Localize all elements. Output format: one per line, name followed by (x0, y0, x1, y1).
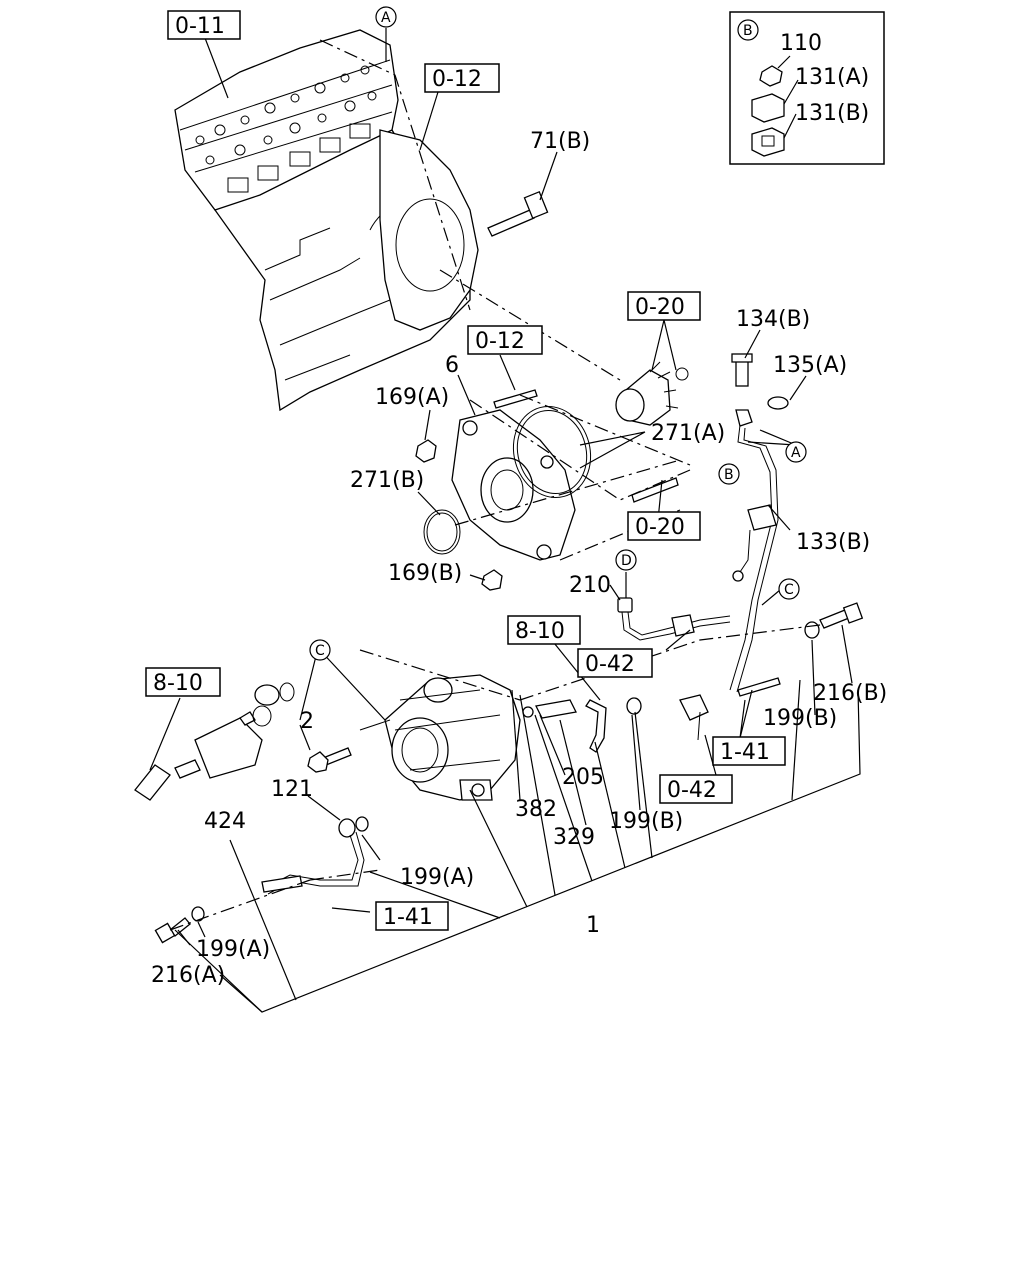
label-205: 205 (562, 765, 604, 790)
ref-box-0-12-mid-group: 0-12 (467, 325, 543, 355)
bracket-199b (737, 677, 781, 697)
label-424: 424 (204, 809, 246, 834)
ref-box-8-10-right: 8-10 (515, 619, 565, 644)
circle-marker-c-right-group: C (778, 578, 800, 600)
pump-flange-6 (451, 409, 576, 561)
pipe-133b (729, 409, 779, 693)
fuel-pipe-205 (522, 697, 642, 753)
inset-label-131b: 131(B) (795, 101, 869, 126)
bolt-134b (731, 353, 753, 387)
sensor-0-42 (679, 694, 709, 741)
label-2: 2 (300, 709, 314, 734)
leader-lines (149, 28, 861, 1013)
washer-199b-right (804, 621, 820, 639)
circle-marker-b-main: B (724, 467, 734, 483)
label-169a: 169(A) (375, 385, 449, 410)
injection-pump (359, 674, 521, 801)
inset-label-131a: 131(A) (795, 65, 869, 90)
bolt-2 (307, 747, 352, 773)
nut-169a (415, 439, 437, 463)
inset-b-box: 110 131(A) 131(B) B (729, 11, 885, 165)
drive-gear (615, 361, 689, 426)
studs (493, 389, 679, 503)
ref-box-0-42-upper: 0-42 (585, 652, 635, 677)
label-169b: 169(B) (388, 561, 462, 586)
label-271a: 271(A) (651, 421, 725, 446)
label-6: 6 (445, 353, 459, 378)
label-210: 210 (569, 573, 611, 598)
label-135a: 135(A) (773, 353, 847, 378)
label-216a: 216(A) (151, 963, 225, 988)
ref-box-8-10-left-group: 8-10 (145, 667, 221, 697)
circle-marker-d-group: D (615, 549, 637, 571)
label-216b: 216(B) (813, 681, 887, 706)
label-382: 382 (515, 797, 557, 822)
ref-box-0-20-top-group: 0-20 (627, 291, 701, 321)
ref-box-1-41-left: 1-41 (383, 905, 433, 930)
ref-box-0-11-group: 0-11 (167, 10, 241, 40)
circle-marker-a-top-group: A (375, 6, 397, 28)
suction-control-valve-424 (134, 682, 295, 801)
ref-box-8-10-right-group: 8-10 (507, 615, 581, 645)
ref-box-0-20-mid-group: 0-20 (627, 511, 701, 541)
label-199a-mid: 199(A) (400, 865, 474, 890)
label-1: 1 (586, 913, 600, 938)
circle-marker-a-top: A (381, 10, 391, 26)
inset-label-110: 110 (780, 31, 822, 56)
circle-marker-c-left-group: C (309, 639, 331, 661)
ref-box-0-42-upper-group: 0-42 (577, 648, 653, 678)
ref-box-0-42-lower: 0-42 (667, 778, 717, 803)
o-ring-271b (423, 509, 461, 555)
cylinder-head-illustration (174, 29, 399, 211)
ref-box-0-12-mid: 0-12 (475, 329, 525, 354)
bolt-71b (487, 190, 549, 237)
circle-marker-c-right: C (784, 582, 794, 598)
ref-box-1-41-right-group: 1-41 (712, 736, 786, 766)
ref-box-0-20-mid: 0-20 (635, 515, 685, 540)
ref-box-0-42-lower-group: 0-42 (659, 774, 733, 804)
circle-marker-b-inset: B (743, 23, 753, 39)
label-71b: 71(B) (530, 129, 590, 154)
label-199b-right: 199(B) (763, 706, 837, 731)
ref-box-8-10-left: 8-10 (153, 671, 203, 696)
label-134b: 134(B) (736, 307, 810, 332)
circle-marker-c-left: C (315, 643, 325, 659)
nut-169b (481, 569, 503, 591)
label-133b: 133(B) (796, 530, 870, 555)
ref-box-0-20-top: 0-20 (635, 295, 685, 320)
ref-box-0-12-top-group: 0-12 (424, 63, 500, 93)
ref-box-1-41-right: 1-41 (720, 740, 770, 765)
circle-marker-b-main-group: B (718, 463, 740, 485)
ref-box-1-41-left-group: 1-41 (375, 901, 449, 931)
circle-marker-a-right: A (791, 445, 801, 461)
label-271b: 271(B) (350, 468, 424, 493)
washer-135a (767, 396, 789, 410)
bolt-216b (819, 602, 864, 629)
circle-marker-a-right-group: A (785, 441, 807, 463)
o-ring-271a (512, 405, 592, 499)
label-329: 329 (553, 825, 595, 850)
part-labels: 71(B) 134(B) 135(A) 6 169(A) 271(A) 271(… (151, 129, 887, 988)
label-121: 121 (271, 777, 313, 802)
leak-off-pipe-121 (261, 816, 369, 895)
label-199b-mid: 199(B) (609, 809, 683, 834)
label-199a-left: 199(A) (196, 937, 270, 962)
circle-marker-d: D (621, 553, 632, 569)
timing-case-cover-illustration (379, 129, 479, 331)
ref-box-0-12-top: 0-12 (432, 67, 482, 92)
ref-box-0-11: 0-11 (175, 14, 225, 39)
pipe-210 (617, 597, 731, 641)
